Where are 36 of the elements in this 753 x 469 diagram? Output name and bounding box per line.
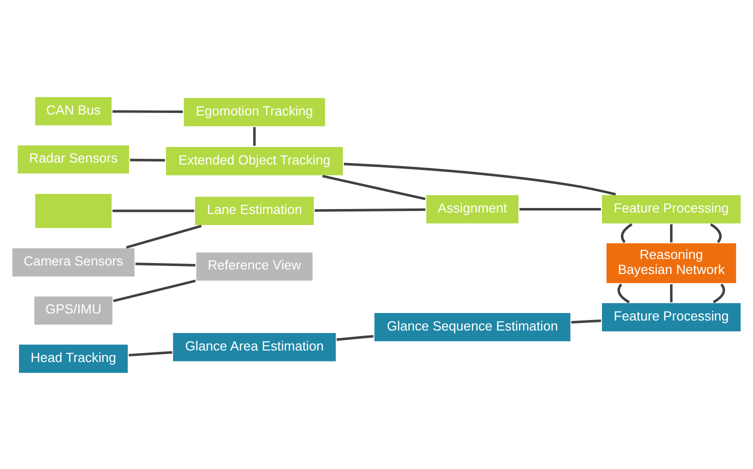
connector bbox=[130, 158, 165, 162]
connector bbox=[519, 208, 601, 210]
node-box: Reference View bbox=[194, 250, 314, 282]
node-box: Extended Object Tracking bbox=[164, 144, 345, 176]
node-box: Radar Sensors bbox=[16, 143, 131, 175]
connector bbox=[135, 262, 196, 266]
node-box: Glance Sequence Estimation bbox=[372, 310, 572, 342]
node-box: Feature Processing bbox=[600, 192, 742, 225]
node-box: Assignment bbox=[424, 192, 520, 225]
connector bbox=[126, 224, 202, 248]
node-box bbox=[34, 192, 114, 230]
connector bbox=[322, 174, 426, 200]
connector bbox=[314, 208, 426, 212]
connector bbox=[670, 224, 673, 242]
node-box: Lane Estimation bbox=[193, 194, 316, 226]
connector bbox=[618, 283, 630, 303]
connector bbox=[670, 284, 673, 302]
node-box: Feature Processing bbox=[600, 300, 742, 332]
node-box: Head Tracking bbox=[17, 342, 130, 374]
connector bbox=[128, 350, 172, 356]
node-box: Glance Area Estimation bbox=[171, 330, 338, 362]
connector bbox=[336, 334, 374, 340]
node-box: Reasoning Bayesian Network bbox=[604, 241, 738, 284]
connector bbox=[710, 222, 722, 243]
connector bbox=[112, 110, 183, 113]
node-box: CAN Bus bbox=[34, 95, 114, 127]
connector bbox=[571, 318, 602, 323]
connector bbox=[253, 126, 256, 146]
node-box: Egomotion Tracking bbox=[182, 96, 327, 128]
connector bbox=[620, 222, 632, 243]
node-box: GPS/IMU bbox=[32, 294, 114, 326]
connector bbox=[112, 209, 194, 212]
connector bbox=[344, 162, 616, 195]
node-box: Camera Sensors bbox=[10, 246, 136, 278]
connector bbox=[113, 279, 196, 302]
connector bbox=[712, 283, 726, 303]
